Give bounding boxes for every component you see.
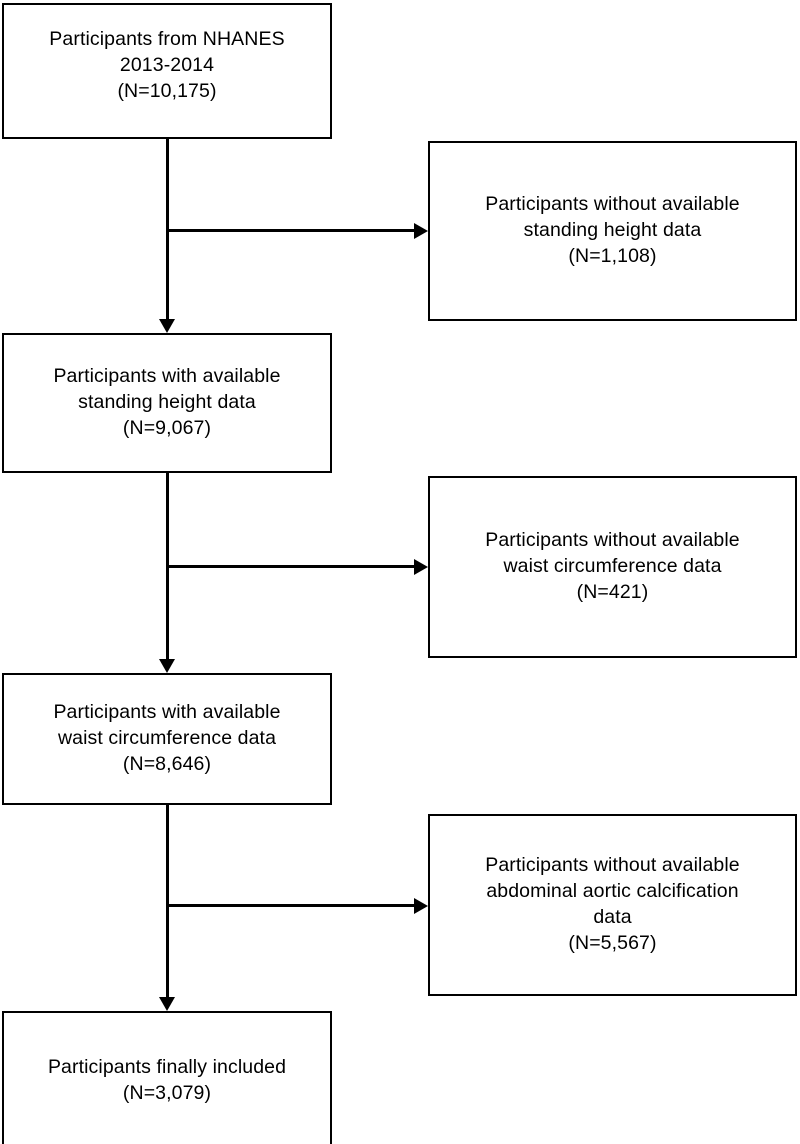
arrowhead-down-into-waist-box [159,659,175,673]
node-excluded-height-line-2: standing height data [523,219,702,242]
node-excluded-height-line-3: (N=1,108) [568,244,657,267]
node-included-line-2: (N=3,079) [122,1082,212,1104]
node-excluded-waist-line-3: (N=421) [576,580,649,603]
node-excluded-aac-line-4: (N=5,567) [568,931,657,954]
node-excluded-aac-line-2: abdominal aortic calcification [486,880,739,903]
node-excluded-aac-line-3: data [593,906,632,928]
node-source-line-2: 2013-2014 [119,53,215,76]
connector-horizontal-to-excluded-aac [167,904,422,907]
node-excluded-abdominal-aortic-calcification: Participants without available abdominal… [428,814,797,996]
node-excluded-height-line-1: Participants without available [485,193,740,216]
connector-vertical-waist-to-included [166,805,169,997]
node-available-waist-line-3: (N=8,646) [122,752,212,775]
node-available-standing-height: Participants with available standing hei… [2,333,332,473]
node-available-height-line-2: standing height data [78,391,256,414]
connector-horizontal-to-excluded-height [167,229,422,232]
node-available-waist-circumference: Participants with available waist circum… [2,673,332,805]
arrowhead-right-into-excluded-height-box [414,222,428,239]
node-excluded-waist-line-2: waist circumference data [503,555,722,578]
node-available-waist-line-2: waist circumference data [57,727,277,750]
arrowhead-right-into-excluded-waist-box [414,558,428,575]
node-excluded-standing-height: Participants without available standing … [428,141,797,321]
node-available-height-line-1: Participants with available [53,365,281,388]
node-excluded-waist-line-1: Participants without available [485,529,740,552]
node-source-line-3: (N=10,175) [117,79,217,102]
node-available-waist-line-1: Participants with available [53,701,281,724]
node-excluded-waist-circumference: Participants without available waist cir… [428,476,797,658]
node-included-line-1: Participants finally included [47,1056,287,1079]
arrowhead-down-into-included-box [159,997,175,1011]
arrowhead-right-into-excluded-aac-box [414,897,428,914]
node-source-line-1: Participants from NHANES [49,28,285,50]
node-finally-included: Participants finally included (N=3,079) [2,1011,332,1144]
connector-horizontal-to-excluded-waist [167,565,422,568]
arrowhead-down-into-height-box [159,319,175,333]
node-source-population: Participants from NHANES 2013-2014 (N=10… [2,3,332,139]
node-excluded-aac-line-1: Participants without available [485,854,740,877]
node-available-height-line-3: (N=9,067) [122,416,212,439]
